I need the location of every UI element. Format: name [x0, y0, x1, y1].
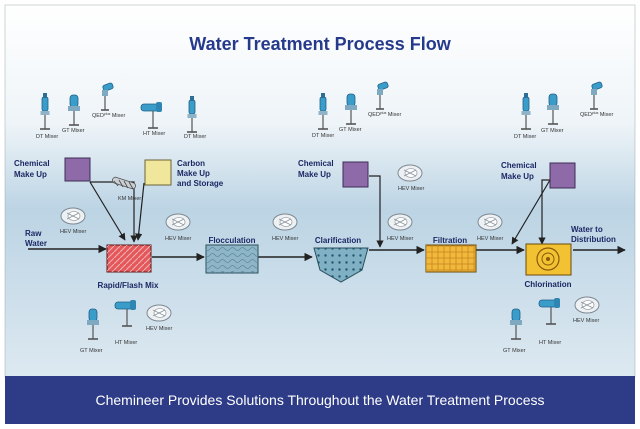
chemical-makeup-label-1-line1: Chemical	[14, 159, 50, 168]
gt-mixer-label-1: GT Mixer	[62, 128, 85, 134]
hev-mixer-label-7: HEV Mixer	[146, 326, 172, 332]
carbon-label-line2: Make Up	[177, 169, 210, 178]
hev-mixer-icon-3	[272, 213, 298, 231]
raw-water-label-line2: Water	[25, 239, 47, 248]
background-panel	[4, 4, 636, 378]
flocculation-label: Flocculation	[208, 236, 255, 245]
filtration-label: Filtration	[433, 236, 467, 245]
hev-mixer-icon-5	[387, 213, 413, 231]
dt-mixer-label-4: DT Mixer	[514, 134, 536, 140]
hev-mixer-label-4: HEV Mixer	[398, 186, 424, 192]
chemical-makeup-labels: Chemical Make Up Chemical Make Up Chemic…	[14, 159, 537, 188]
footer-text: Chemineer Provides Solutions Throughout …	[95, 392, 545, 408]
chemical-makeup-label-2-line1: Chemical	[298, 159, 334, 168]
filtration-texture	[426, 245, 476, 272]
hev-mixer-label-8: HEV Mixer	[573, 318, 599, 324]
hev-mixer-label-1: HEV Mixer	[60, 229, 86, 235]
gt-mixer-label-4: GT Mixer	[80, 348, 103, 354]
chemical-feed-lines	[89, 175, 551, 248]
hev-mixer-label-5: HEV Mixer	[387, 236, 413, 242]
chemical-makeup-label-1-line2: Make Up	[14, 170, 47, 179]
diagram-title: Water Treatment Process Flow	[189, 34, 451, 54]
rapid-mix-texture	[107, 245, 151, 272]
hev-mixer-icon-8	[574, 296, 600, 314]
chemical-makeup-box-1	[64, 157, 91, 182]
clarification-texture	[314, 248, 368, 282]
gt-mixer-label-3: GT Mixer	[541, 128, 564, 134]
hev-mixer-icon-7	[146, 304, 172, 322]
km-mixer-label: KM Mixer	[118, 196, 141, 202]
chlorination-ring-inner	[541, 252, 555, 266]
chlorination-label: Chlorination	[524, 280, 571, 289]
carbon-label-line1: Carbon	[177, 159, 205, 168]
chlorination-center	[546, 257, 550, 261]
hev-mixer-label-3: HEV Mixer	[272, 236, 298, 242]
hev-mixer-icon-1	[60, 207, 86, 225]
hev-mixer-label-2: HEV Mixer	[165, 236, 191, 242]
km-mixer-icon	[112, 176, 136, 190]
ht-mixer-label-1: HT Mixer	[143, 131, 165, 137]
distribution-label-line1: Water to	[571, 225, 603, 234]
main-flow-line	[28, 244, 626, 262]
raw-water-label-line1: Raw	[25, 229, 42, 238]
chlorination-ring-outer	[536, 247, 560, 271]
rapid-mix-label: Rapid/Flash Mix	[98, 281, 159, 290]
gt-mixer-label-2: GT Mixer	[339, 127, 362, 133]
hev-mixer-icon-6	[477, 213, 503, 231]
dt-mixer-label-3: DT Mixer	[312, 133, 334, 139]
dt-mixer-label-1: DT Mixer	[36, 134, 58, 140]
gt-mixer-label-5: GT Mixer	[503, 348, 526, 354]
ht-mixer-label-3: HT Mixer	[539, 340, 561, 346]
chemical-makeup-box-3	[549, 162, 576, 189]
carbon-makeup-box	[144, 159, 172, 186]
footer-banner: Chemineer Provides Solutions Throughout …	[5, 376, 635, 424]
chemical-makeup-box-2	[342, 161, 369, 188]
hev-mixer-label-6: HEV Mixer	[477, 236, 503, 242]
chemical-makeup-label-3-line2: Make Up	[501, 172, 534, 181]
chemical-makeup-label-3-line1: Chemical	[501, 161, 537, 170]
clarification-label: Clarification	[315, 236, 361, 245]
distribution-label-line2: Distribution	[571, 235, 616, 244]
hev-mixer-icon-2	[165, 213, 191, 231]
flocculation-texture	[206, 245, 258, 273]
ht-mixer-label-2: HT Mixer	[115, 340, 137, 346]
chemical-makeup-label-2-line2: Make Up	[298, 170, 331, 179]
hev-mixer-icon-4	[397, 164, 423, 182]
carbon-label-line3: and Storage	[177, 179, 224, 188]
dt-mixer-label-2: DT Mixer	[184, 134, 206, 140]
stage-labels: Raw Water Rapid/Flash Mix Flocculation C…	[25, 225, 616, 290]
